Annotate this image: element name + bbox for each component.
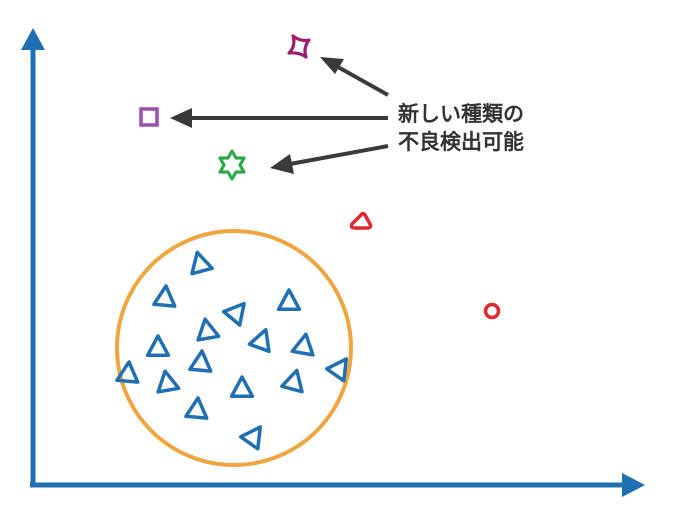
triangle-outline-icon: [324, 357, 349, 383]
triangle-outline-icon: [229, 375, 255, 399]
circle-outline-icon: [483, 302, 501, 320]
rounded-triangle-outline-icon: [349, 211, 373, 230]
triangle-outline-icon: [188, 349, 213, 373]
six-point-star-icon: [218, 149, 246, 181]
triangle-outline-icon: [238, 425, 263, 451]
new-defect-detection-caption: 新しい種類の 不良検出可能: [398, 100, 524, 156]
four-point-star-icon: [287, 34, 311, 59]
arrow-to-six-point-star: [289, 144, 389, 166]
normal-cluster-boundary: [115, 229, 353, 467]
y-axis-arrowhead: [21, 28, 45, 50]
arrow-head-icon: [270, 154, 294, 174]
new-defects-group: [139, 34, 311, 181]
triangle-outline-icon: [184, 396, 209, 420]
triangle-outline-icon: [156, 369, 181, 394]
known-defects-group: [349, 211, 501, 320]
caption-line-1: 新しい種類の: [398, 102, 524, 126]
triangle-outline-icon: [276, 288, 302, 312]
arrow-head-icon: [320, 57, 344, 74]
triangle-outline-icon: [190, 250, 214, 276]
annotation-arrows: [170, 57, 389, 174]
square-outline-icon: [139, 107, 159, 127]
caption-line-2: 不良検出可能: [398, 130, 524, 154]
triangle-outline-icon: [280, 368, 304, 394]
x-axis-arrowhead: [622, 473, 645, 497]
triangle-outline-icon: [152, 284, 177, 308]
arrow-head-icon: [170, 108, 192, 128]
triangle-outline-icon: [247, 327, 271, 354]
triangle-outline-icon: [145, 334, 171, 358]
axes: [21, 28, 645, 497]
triangle-outline-icon: [196, 317, 221, 342]
triangle-outline-icon: [290, 332, 315, 357]
triangle-outline-icon: [115, 360, 140, 384]
normal-samples-group: [115, 250, 349, 451]
arrow-to-four-point-star: [337, 65, 389, 97]
triangle-outline-icon: [221, 301, 246, 327]
